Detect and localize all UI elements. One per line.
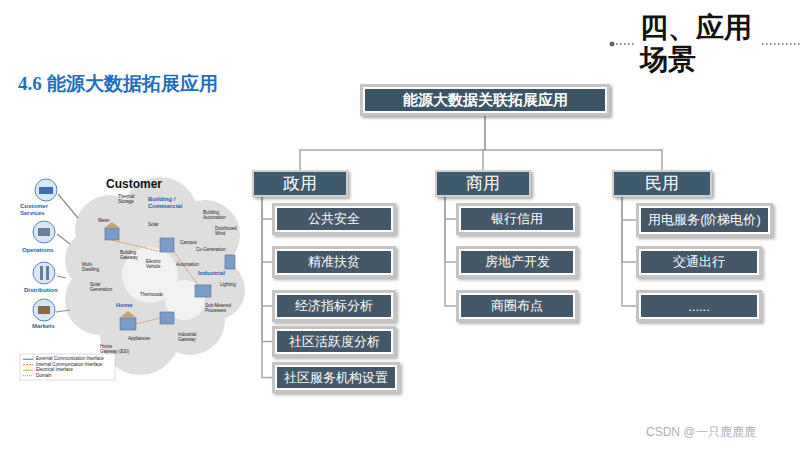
- illustration-label: Lighting: [220, 282, 236, 287]
- legend-sample: [23, 359, 33, 360]
- application-box: ......: [636, 290, 762, 322]
- watermark: CSDN @一只鹿鹿鹿: [646, 426, 756, 440]
- node-text: 商用: [466, 172, 500, 195]
- category-box: 民用: [612, 170, 712, 197]
- illustration-label: Operations: [22, 247, 54, 254]
- tree-connector: [262, 197, 272, 306]
- illustration-label: Solar Generation: [90, 282, 116, 292]
- node-text: 交通出行: [673, 253, 725, 271]
- legend-sample: [23, 370, 33, 371]
- application-box: 社区活跃度分析: [272, 326, 396, 357]
- node-text: 社区活跃度分析: [289, 333, 380, 351]
- tree-connector: [262, 197, 272, 342]
- legend-text: External Communication Interface: [36, 357, 104, 362]
- legend-sample: [23, 375, 33, 376]
- illustration-label: Meter: [98, 218, 110, 223]
- node-text: 公共安全: [308, 210, 360, 228]
- tree-connector: [262, 197, 272, 219]
- application-box: 用电服务(阶梯电价): [636, 203, 773, 237]
- section-heading: 四、应用场景: [640, 12, 764, 76]
- application-box: 银行信用: [456, 203, 578, 235]
- legend-text: Internal Communication Interface: [36, 363, 102, 368]
- illustration-label: Automation: [176, 262, 199, 267]
- node-text: 商圈布点: [491, 297, 543, 315]
- node-text: 银行信用: [491, 210, 543, 228]
- tree-connector: [262, 197, 272, 262]
- node-text: 房地产开发: [485, 253, 550, 271]
- illustration-label: Multi-Dwelling: [82, 262, 106, 272]
- illustration-label: Thermostat: [140, 292, 163, 297]
- illustration-label: Distributed Wind: [215, 226, 239, 236]
- node-text: 精准扶贫: [308, 253, 360, 271]
- application-box: 房地产开发: [456, 246, 578, 278]
- illustration-label: Co-Generation: [196, 247, 226, 252]
- tree-connector: [622, 197, 636, 306]
- node-text: ......: [688, 299, 710, 314]
- illustration-label: Building Automation: [203, 210, 233, 220]
- node-text: 政用: [283, 172, 317, 195]
- node-text: 社区服务机构设置: [284, 369, 388, 387]
- application-box: 交通出行: [636, 246, 762, 278]
- illustration-label: Distribution: [24, 287, 58, 294]
- legend-sample: [23, 364, 33, 365]
- illustration-label: Solar: [148, 222, 159, 227]
- tree-connector: [622, 197, 636, 262]
- legend-text: Domain: [36, 374, 52, 379]
- tree-connector: [445, 197, 456, 262]
- legend-text: Electrical Interface: [36, 368, 73, 373]
- tree-connector: [445, 197, 456, 306]
- application-box: 精准扶贫: [272, 246, 396, 278]
- illustration-label: Thermal Storage: [118, 194, 142, 204]
- illustration-label: Appliances: [128, 336, 150, 341]
- slide-title: 4.6 能源大数据拓展应用: [18, 71, 218, 97]
- tree-connector: [300, 116, 485, 170]
- node-text: 经济指标分析: [295, 297, 373, 315]
- illustration-label: Campus: [180, 240, 197, 245]
- application-box: 商圈布点: [456, 290, 578, 322]
- illustration-label: Building / Commercial: [148, 196, 184, 210]
- node-text: 用电服务(阶梯电价): [648, 211, 761, 229]
- category-box: 政用: [252, 170, 348, 197]
- illustration-label: Home: [116, 302, 133, 309]
- illustration-label: Industrial Gateway: [178, 332, 208, 342]
- application-box: 经济指标分析: [272, 290, 396, 322]
- tree-connector: [485, 116, 662, 170]
- illustration-label: Building Gateway: [120, 250, 144, 260]
- tree-connector: [445, 197, 456, 219]
- application-box: 公共安全: [272, 203, 396, 235]
- illustration-label: Industrial: [198, 270, 225, 277]
- illustration-label: Home Gateway (ESI): [100, 344, 130, 354]
- illustration-label: Customer Services: [20, 203, 56, 217]
- tree-connector: [262, 197, 272, 378]
- node-text: 民用: [645, 172, 679, 195]
- application-box: 社区服务机构设置: [272, 362, 400, 393]
- category-box: 商用: [435, 170, 531, 197]
- node-text: 能源大数据关联拓展应用: [403, 91, 568, 110]
- illustration-label: Sub-Metered Processes: [205, 303, 239, 313]
- illustration-label: Markets: [32, 323, 55, 330]
- illustration-label: Electric Vehicle: [146, 259, 168, 269]
- root-box: 能源大数据关联拓展应用: [360, 84, 610, 116]
- illustration-label: Customer: [106, 178, 162, 192]
- tree-connector: [622, 197, 636, 220]
